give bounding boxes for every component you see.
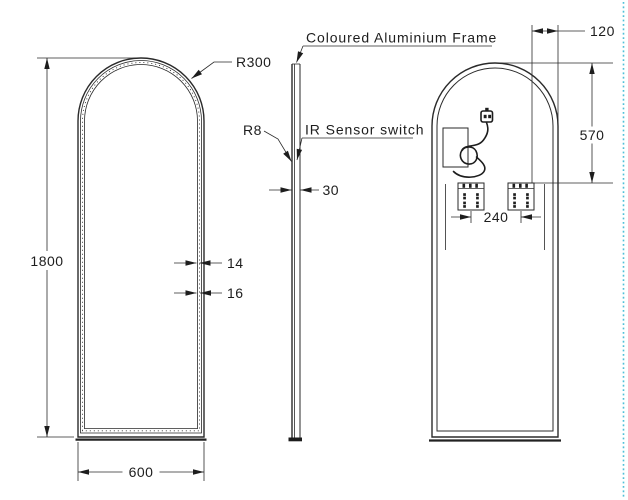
bracket-spacing-dimension: 240 xyxy=(451,209,541,225)
bracket-top-label: 570 xyxy=(580,127,605,143)
height-dimension-label: 1800 xyxy=(30,253,63,269)
ir-sensor-callout: IR Sensor switch xyxy=(296,122,424,161)
thickness-dimension-label: 30 xyxy=(323,182,340,198)
mounting-bracket-right xyxy=(507,182,535,211)
bracket-offset-dimension: 120 xyxy=(531,23,615,183)
frame-depth-dimension-label: 16 xyxy=(227,285,244,301)
power-plug-icon xyxy=(480,107,494,123)
ir-sensor-label: IR Sensor switch xyxy=(305,122,424,138)
frame-depth-dimension: 16 xyxy=(174,285,244,301)
side-view xyxy=(288,63,302,442)
frame-face-dimension: 14 xyxy=(174,255,244,271)
back-view xyxy=(429,62,561,442)
width-dimension: 600 xyxy=(77,442,205,481)
side-view-base xyxy=(288,437,302,442)
arch-radius-label: R300 xyxy=(236,54,271,70)
corner-radius-callout: R8 xyxy=(243,122,292,162)
mounting-bracket-left xyxy=(457,182,485,211)
width-dimension-label: 600 xyxy=(129,464,154,480)
power-cable xyxy=(452,121,489,178)
bracket-spacing-label: 240 xyxy=(484,209,509,225)
frame-callout: Coloured Aluminium Frame xyxy=(296,30,497,63)
arch-radius-callout: R300 xyxy=(191,54,271,79)
front-view xyxy=(75,57,207,441)
thickness-dimension: 30 xyxy=(269,182,339,198)
bracket-offset-label: 120 xyxy=(590,23,615,39)
frame-face-dimension-label: 14 xyxy=(227,255,244,271)
height-dimension: 1800 xyxy=(26,57,138,438)
frame-callout-label: Coloured Aluminium Frame xyxy=(306,30,497,46)
corner-radius-label: R8 xyxy=(243,122,262,138)
bracket-top-dimension: 570 xyxy=(490,62,613,184)
